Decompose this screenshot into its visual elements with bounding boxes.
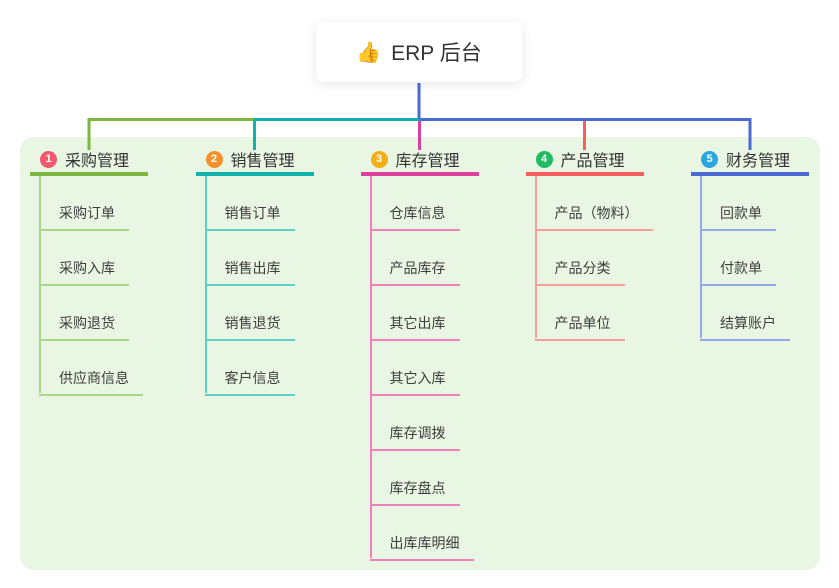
branch-spine-line [700, 176, 702, 338]
branch-4: 4 产品管理产品（物料）产品分类产品单位 [525, 146, 653, 341]
child-node[interactable]: 其它出库 [369, 286, 460, 341]
branch-1: 1 采购管理采购订单采购入库采购退货供应商信息 [30, 146, 148, 396]
branch-2: 2 销售管理销售订单销售出库销售退货客户信息 [195, 146, 314, 396]
branch-children: 销售订单销售出库销售退货客户信息 [196, 176, 314, 396]
child-node[interactable]: 产品单位 [534, 286, 625, 341]
child-node[interactable]: 采购入库 [39, 231, 129, 286]
child-node[interactable]: 结算账户 [700, 286, 790, 341]
branch-children: 仓库信息产品库存其它出库其它入库库存调拨库存盘点出库库明细 [361, 176, 479, 561]
branch-children: 回款单付款单结算账户 [691, 176, 809, 341]
child-node[interactable]: 供应商信息 [39, 341, 143, 396]
child-node[interactable]: 库存调拨 [369, 396, 460, 451]
branch-header-1[interactable]: 1 采购管理 [30, 146, 148, 176]
branch-number-badge: 3 [370, 150, 388, 168]
branch-number-badge: 5 [701, 150, 718, 168]
branch-children: 产品（物料）产品分类产品单位 [526, 176, 653, 341]
branches-panel [20, 137, 820, 570]
branch-spine-line [369, 176, 372, 558]
thumbs-up-icon: 👍 [356, 41, 382, 64]
child-node[interactable]: 客户信息 [204, 341, 295, 396]
child-node[interactable]: 仓库信息 [369, 176, 460, 231]
branch-header-2[interactable]: 2 销售管理 [195, 146, 314, 176]
child-node[interactable]: 销售订单 [204, 176, 295, 231]
branch-children: 采购订单采购入库采购退货供应商信息 [30, 176, 148, 396]
child-node[interactable]: 产品（物料） [534, 176, 653, 231]
child-node[interactable]: 库存盘点 [369, 451, 460, 506]
branch-number-badge: 2 [205, 150, 223, 168]
branch-title: 销售管理 [230, 153, 295, 170]
root-label: ERP 后台 [391, 42, 482, 65]
child-node[interactable]: 采购订单 [39, 176, 129, 231]
branch-title: 采购管理 [65, 153, 130, 170]
child-node[interactable]: 产品库存 [369, 231, 460, 286]
branch-number-badge: 4 [535, 150, 553, 168]
branch-header-4[interactable]: 4 产品管理 [525, 146, 644, 176]
child-node[interactable]: 产品分类 [534, 231, 625, 286]
branch-title: 产品管理 [560, 153, 625, 170]
child-node[interactable]: 出库库明细 [369, 506, 474, 561]
branch-5: 5 财务管理回款单付款单结算账户 [691, 146, 809, 341]
branch-header-5[interactable]: 5 财务管理 [691, 146, 809, 176]
child-node[interactable]: 销售退货 [204, 286, 295, 341]
child-node[interactable]: 采购退货 [39, 286, 129, 341]
branch-header-3[interactable]: 3 库存管理 [360, 146, 479, 176]
child-node[interactable]: 销售出库 [204, 231, 295, 286]
branch-spine-line [534, 176, 537, 338]
root-node[interactable]: 👍 ERP 后台 [316, 22, 522, 82]
branch-3: 3 库存管理仓库信息产品库存其它出库其它入库库存调拨库存盘点出库库明细 [360, 146, 479, 561]
child-node[interactable]: 付款单 [700, 231, 776, 286]
branch-title: 财务管理 [726, 153, 791, 170]
branch-title: 库存管理 [395, 153, 460, 170]
child-node[interactable]: 其它入库 [369, 341, 460, 396]
child-node[interactable]: 回款单 [700, 176, 776, 231]
branch-number-badge: 1 [40, 150, 57, 168]
